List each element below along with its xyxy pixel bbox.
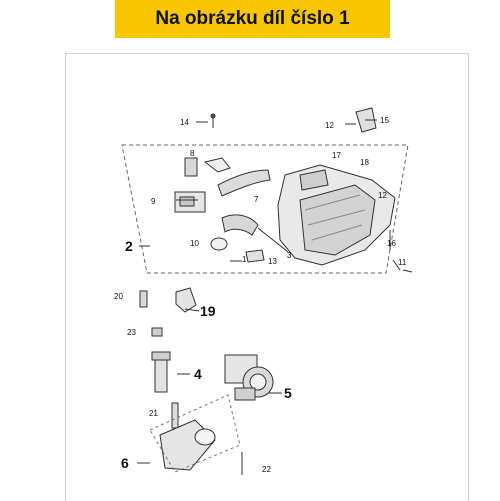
callout-10: 10 [190, 239, 199, 248]
callout-5: 5 [284, 385, 292, 401]
callout-17: 17 [332, 151, 341, 160]
manifold-part [159, 419, 216, 471]
callout-18: 18 [360, 158, 369, 167]
callout-19: 19 [200, 303, 216, 319]
ring-part [210, 237, 228, 251]
module-part [174, 191, 206, 213]
callout-13: 13 [268, 257, 277, 266]
assembly-outline [121, 144, 409, 274]
throttle-body [224, 354, 274, 401]
callout-16: 16 [387, 239, 396, 248]
callout-20: 20 [114, 292, 123, 301]
callout-15: 15 [380, 116, 389, 125]
callout-8: 8 [190, 149, 195, 158]
sensor-19 [175, 287, 197, 313]
diagram-frame [65, 53, 469, 501]
callout-23: 23 [127, 328, 136, 337]
callout-14: 14 [180, 118, 189, 127]
callout-21: 21 [149, 409, 158, 418]
airbox-body [277, 164, 396, 266]
callout-2: 2 [125, 238, 133, 254]
callout-12-right: 12 [378, 191, 387, 200]
callout-7: 7 [254, 195, 259, 204]
header-title: Na obrázku díl číslo 1 [155, 8, 350, 29]
callout-1: 1 [242, 255, 247, 264]
callout-6: 6 [121, 455, 129, 471]
intake-tube [217, 169, 271, 197]
throttle-hose [221, 214, 259, 236]
callout-22: 22 [262, 465, 271, 474]
sensor-part [184, 157, 198, 177]
callout-3: 3 [287, 251, 292, 260]
injector-part [151, 351, 171, 393]
callout-12-top: 12 [325, 121, 334, 130]
callout-9: 9 [151, 197, 156, 206]
callout-4: 4 [194, 366, 202, 382]
callout-11: 11 [398, 258, 407, 267]
header-banner: Na obrázku díl číslo 1 [115, 0, 390, 38]
